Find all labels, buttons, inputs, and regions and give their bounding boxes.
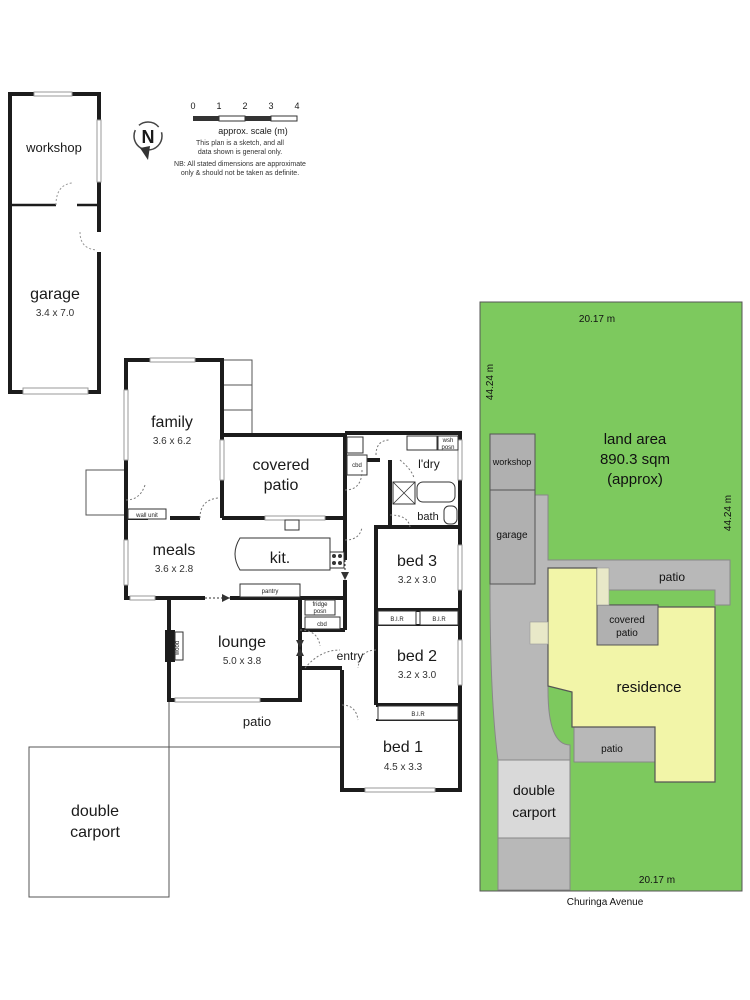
site-carport-label-2: carport [512, 804, 556, 820]
site-workshop-label: workshop [492, 457, 532, 467]
scale-tick-4: 4 [294, 101, 299, 111]
scale-caption: approx. scale (m) [218, 126, 288, 136]
bed1-dim: 4.5 x 3.3 [384, 762, 423, 773]
kitchen-island [234, 537, 331, 571]
site-depth-right: 44.24 m [723, 495, 734, 531]
floor-carport-label-1: double [71, 803, 119, 820]
cbd-label: cbd [352, 463, 362, 469]
bed2-dim: 3.2 x 3.0 [398, 670, 437, 681]
bed3-dim: 3.2 x 3.0 [398, 575, 437, 586]
site-patio-label-1: patio [659, 570, 685, 584]
fridge-label-2: posn [313, 609, 326, 615]
bir-b-label: B.I.R [432, 617, 446, 623]
bir-a-label: B.I.R [390, 617, 404, 623]
meals-dim: 3.6 x 2.8 [155, 564, 194, 575]
entry-label: entry [337, 649, 364, 663]
kitchen-label: kit. [270, 550, 290, 567]
land-area-label-3: (approx) [607, 471, 663, 488]
workshop-label: workshop [25, 140, 82, 155]
wall-unit-label: wall unit [135, 513, 158, 519]
lounge-dim: 5.0 x 3.8 [223, 656, 262, 667]
scale-note-1b: data shown is general only. [198, 149, 282, 156]
bed1-label: bed 1 [383, 739, 423, 756]
bathtub-icon [416, 481, 456, 503]
land-area-label-1: land area [604, 431, 667, 448]
scale-tick-1: 1 [216, 101, 221, 111]
site-garage-label: garage [496, 530, 528, 541]
covered-patio-label-1: covered [253, 457, 310, 474]
north-arrow-icon: N [133, 121, 163, 160]
family-label: family [151, 414, 193, 431]
scale-note-2b: only & should not be taken as definite. [181, 170, 299, 177]
garage-label: garage [30, 286, 80, 303]
laundry-label: l'dry [418, 457, 440, 471]
scale-note-1a: This plan is a sketch, and all [196, 140, 284, 147]
cooktop-icon [329, 551, 345, 569]
land-area-label-2: 890.3 sqm [600, 451, 670, 468]
site-covered-patio-1: covered [609, 615, 645, 626]
site-residence-label: residence [616, 679, 681, 696]
patio-label: patio [243, 714, 271, 729]
bir-c-label: B.I.R [411, 712, 425, 718]
bed3-label: bed 3 [397, 553, 437, 570]
site-covered-patio-2: patio [616, 628, 638, 639]
site-carport [497, 759, 571, 839]
garage-dim: 3.4 x 7.0 [36, 308, 75, 319]
site-patio-label-2: patio [601, 744, 623, 755]
bath-label: bath [417, 511, 438, 523]
bed2-label: bed 2 [397, 648, 437, 665]
family-dim: 3.6 x 6.2 [153, 436, 192, 447]
pantry-label: pantry [262, 589, 279, 595]
sink-icon [284, 519, 300, 531]
fireplace-label: wood [175, 641, 181, 656]
floor-carport-label-2: carport [70, 824, 120, 841]
basin-icon [443, 505, 458, 525]
site-width-top: 20.17 m [579, 314, 615, 325]
door-swings [125, 439, 415, 721]
scale-tick-2: 2 [242, 101, 247, 111]
washer-label-1: wsh [442, 438, 454, 444]
tub-sink-icon [406, 435, 438, 451]
toilet-icon [346, 436, 364, 454]
fireplace-icon [165, 630, 175, 662]
covered-patio-label-2: patio [264, 477, 299, 494]
scale-tick-0: 0 [190, 101, 195, 111]
site-carport-label-1: double [513, 782, 555, 798]
windows [123, 357, 463, 793]
site-width-bottom: 20.17 m [639, 875, 675, 886]
lounge-label: lounge [218, 634, 266, 651]
fridge-label-1: fridge [312, 602, 328, 608]
meals-label: meals [153, 542, 196, 559]
scale-note-2a: NB: All stated dimensions are approximat… [174, 161, 306, 168]
garage-block [8, 92, 101, 394]
site-plan [479, 301, 743, 892]
washer-label-2: posn [441, 445, 454, 451]
scale-bar: 0 1 2 3 4 approx. scale (m) This plan is… [174, 101, 306, 177]
scale-tick-3: 3 [268, 101, 273, 111]
cbd2-label: cbd [317, 622, 327, 628]
street-name-label: Churinga Avenue [567, 897, 644, 908]
site-depth-left: 44.24 m [485, 364, 496, 400]
north-letter: N [142, 127, 155, 147]
